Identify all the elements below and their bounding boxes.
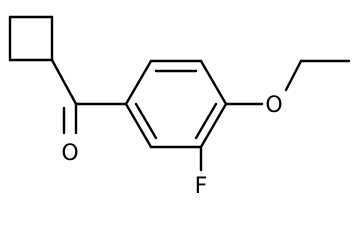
carbonyl-double-bond bbox=[62, 102, 78, 135]
cyclobutane-ring bbox=[8, 15, 54, 62]
bond-ar-inner-2 bbox=[194, 102, 218, 140]
benzene-ring bbox=[124, 59, 228, 149]
bond-ar-inner-3 bbox=[134, 102, 158, 140]
bond-ar-4 bbox=[199, 102, 228, 149]
fluorine-label: F bbox=[195, 174, 208, 199]
carbonyl-oxygen-label: O bbox=[61, 141, 78, 166]
ether-oxygen-label: O bbox=[265, 93, 282, 118]
bond-ar-1 bbox=[124, 59, 153, 106]
bond-ar-6 bbox=[124, 102, 153, 149]
bond-ether-o-ch2 bbox=[284, 59, 303, 92]
structure-canvas: O O F bbox=[8, 15, 351, 199]
bond-ar-3 bbox=[199, 59, 228, 106]
molecule-drawing: O O F bbox=[8, 15, 351, 199]
bond-ring-carbonyl bbox=[50, 58, 78, 106]
